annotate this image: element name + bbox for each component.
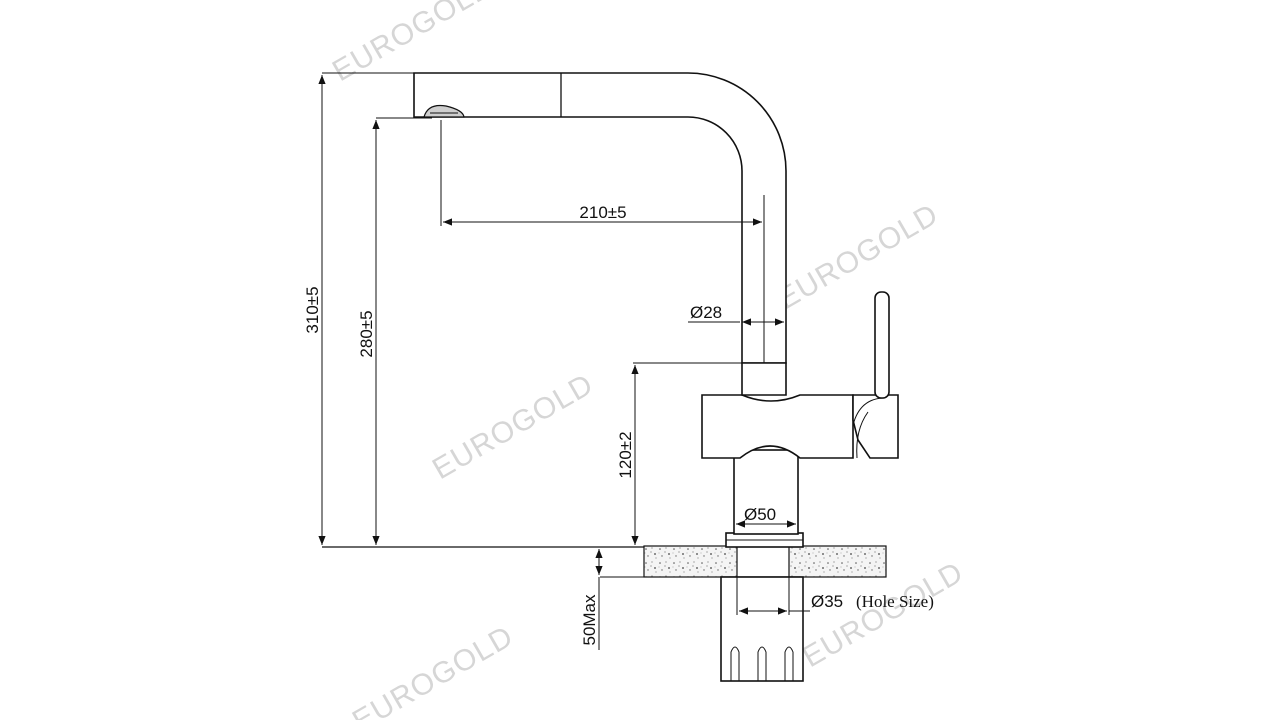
- label-body-height: 120±2: [616, 431, 635, 478]
- spout: [413, 72, 787, 396]
- faucet-body: [701, 394, 899, 535]
- label-max-thickness: 50Max: [580, 594, 599, 646]
- label-hole-diameter: Ø35: [811, 592, 843, 611]
- mounting-shank: [720, 546, 804, 682]
- label-base-diameter: Ø50: [744, 505, 776, 524]
- label-spout-diameter: Ø28: [690, 303, 722, 322]
- aerator: [423, 104, 465, 118]
- watermark-upper-right: EUROGOLD: [772, 198, 944, 316]
- dimension-labels: 310±5 280±5 120±2 210±5 Ø28 Ø50 Ø35 (Hol…: [303, 203, 934, 646]
- dimension-lines: [318, 72, 810, 650]
- label-hole-note: (Hole Size): [856, 592, 934, 611]
- label-total-height: 310±5: [303, 286, 322, 333]
- countertop: [322, 545, 887, 578]
- label-spout-reach: 210±5: [579, 203, 626, 222]
- label-spout-height: 280±5: [357, 310, 376, 357]
- watermark-center: EUROGOLD: [427, 368, 599, 486]
- watermark-bottom: EUROGOLD: [347, 620, 519, 720]
- base-flange: [725, 532, 804, 548]
- lever-handle[interactable]: [874, 291, 890, 399]
